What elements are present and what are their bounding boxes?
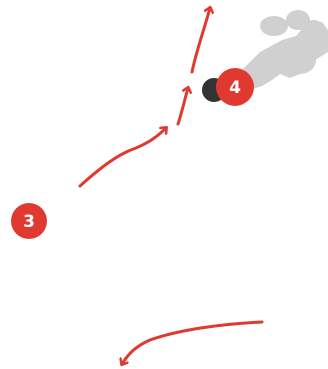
step-badge-3: 3 [11, 203, 47, 239]
step-badge-4: 4 [216, 68, 254, 106]
step-badge-3-label: 3 [23, 212, 35, 232]
arrow-segment-1 [80, 128, 166, 186]
arrow-segment-2 [178, 88, 188, 124]
path-arrows [80, 8, 262, 364]
arrow-segment-4 [122, 322, 262, 364]
step-badge-4-label: 4 [229, 78, 241, 98]
arrow-segment-3 [192, 8, 210, 72]
